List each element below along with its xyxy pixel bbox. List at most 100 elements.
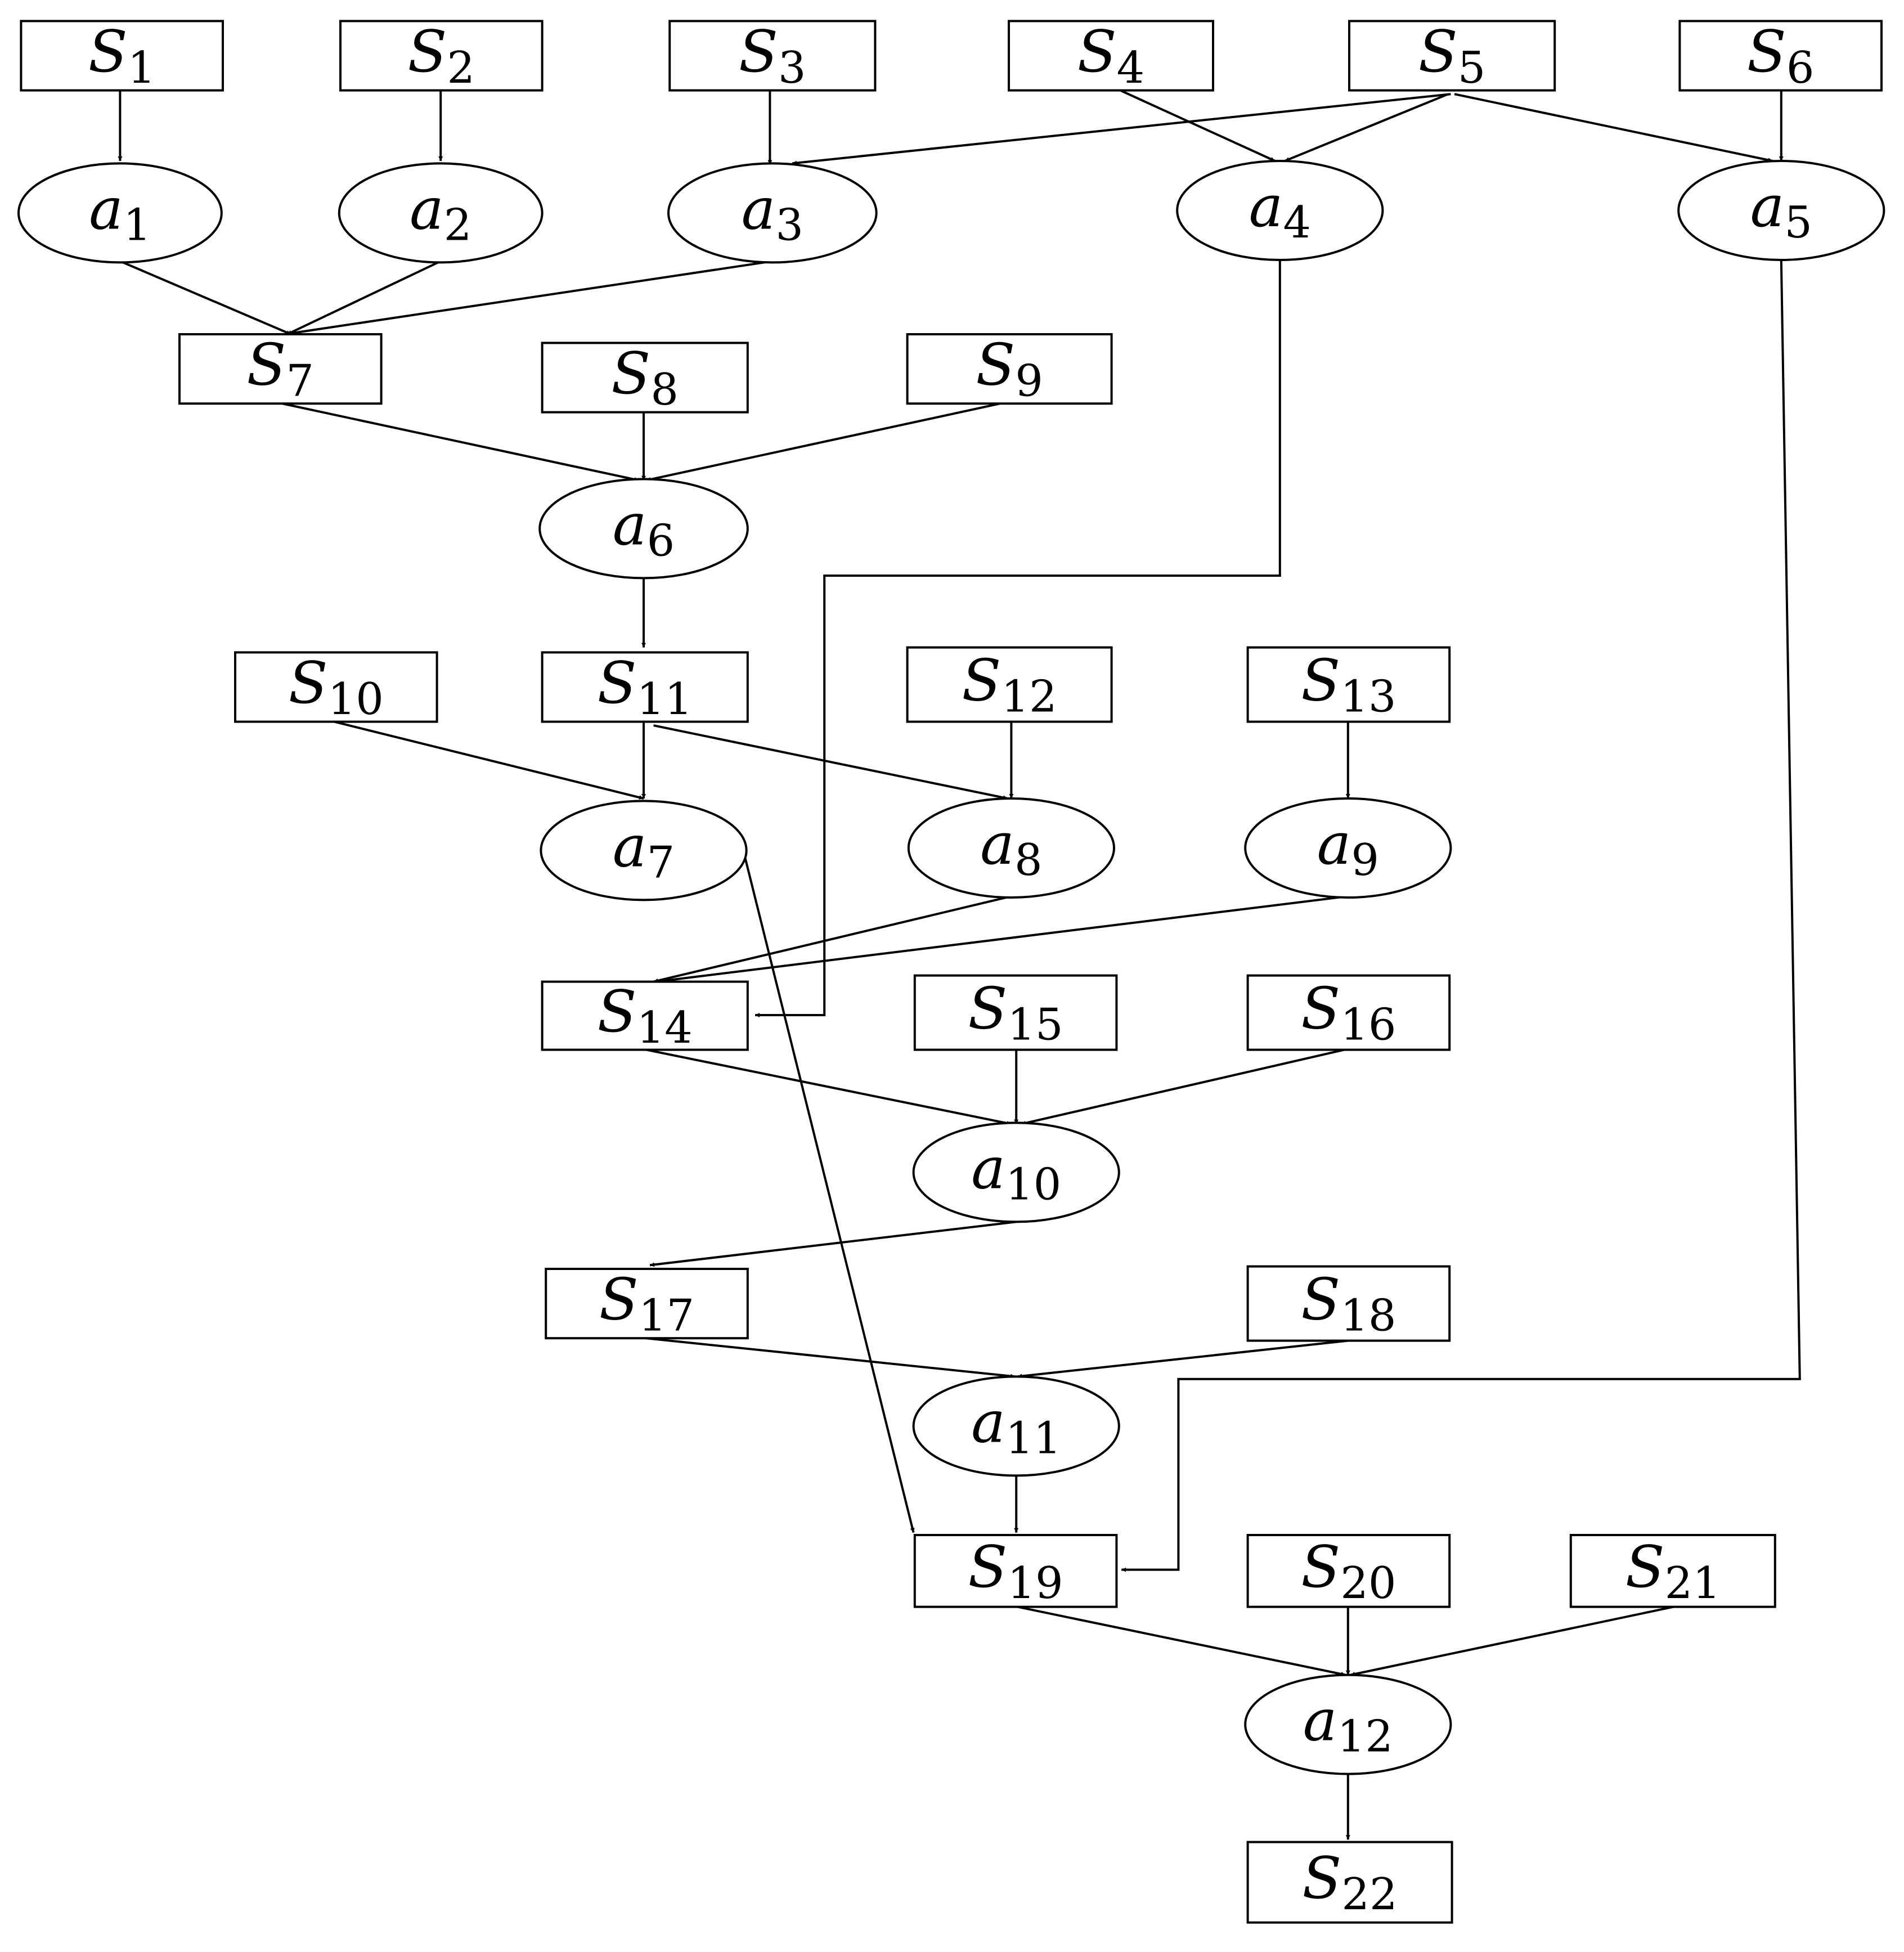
action-ellipse-a2 [338,162,544,264]
node-subscript-s6: 6 [1786,43,1815,93]
node-subscript-a5: 5 [1784,198,1812,248]
node-subscript-a11: 11 [1005,1413,1061,1464]
edge-s16-to-a10 [1021,1048,1345,1125]
node-subscript-a7: 7 [647,837,675,888]
node-s12: S12 [906,646,1113,723]
edge-s5-to-a5 [1454,93,1773,163]
node-a5: a5 [1677,160,1885,261]
node-s15: S15 [913,974,1118,1051]
action-ellipse-a7 [540,800,748,901]
node-s16: S16 [1246,974,1451,1051]
node-subscript-s15: 15 [1007,1000,1063,1051]
edge-s18-to-a11 [1017,1339,1349,1379]
node-subscript-s2: 2 [447,43,475,93]
state-box-s17 [545,1268,749,1340]
node-label-a6: a6 [613,491,675,566]
edge-s4-to-a4 [1120,89,1276,162]
node-subscript-s3: 3 [778,43,806,93]
state-box-s4 [1008,20,1214,92]
node-subscript-s10: 10 [328,674,384,725]
edge-s9-to-a6 [645,402,1001,482]
edge-s21-to-a12 [1350,1605,1674,1676]
state-box-s10 [234,651,438,723]
node-subscript-s4: 4 [1117,43,1145,93]
action-ellipse-a6 [538,478,749,580]
node-a7: a7 [540,800,748,901]
node-subscript-a8: 8 [1014,835,1043,886]
edge-s11-to-a8 [653,724,1008,800]
state-box-s9 [906,333,1113,405]
action-ellipse-a3 [667,162,878,264]
node-label-a9: a9 [1317,811,1379,886]
edge-s5-to-a3 [792,93,1451,165]
node-a6: a6 [538,478,749,580]
state-box-s14 [541,980,749,1051]
node-subscript-a9: 9 [1351,835,1379,886]
node-s5: S5 [1348,19,1556,93]
node-subscript-a12: 12 [1337,1712,1393,1762]
node-s21: S21 [1569,1534,1776,1609]
edge-s10-to-a7 [334,720,644,800]
node-subscript-a10: 10 [1005,1159,1061,1210]
node-s11: S11 [541,650,749,725]
node-a11: a11 [912,1375,1120,1477]
state-box-s15 [913,974,1118,1051]
node-s20: S20 [1246,1534,1451,1609]
node-subscript-a3: 3 [775,200,803,250]
action-ellipse-a12 [1244,1673,1452,1775]
node-subscript-s7: 7 [286,356,314,407]
node-label-s20: S20 [1301,1534,1396,1609]
node-subscript-s19: 19 [1007,1558,1063,1609]
node-subscript-s8: 8 [650,365,679,415]
state-box-s13 [1246,646,1451,723]
edge-a2-to-s7 [286,260,442,335]
state-box-s16 [1246,974,1451,1051]
state-box-s18 [1246,1265,1451,1342]
node-s6: S6 [1678,19,1883,93]
action-ellipse-a8 [907,797,1116,899]
state-box-s8 [541,342,749,414]
node-a12: a12 [1244,1673,1452,1775]
node-subscript-s5: 5 [1458,43,1486,93]
node-subscript-s20: 20 [1340,1558,1396,1609]
action-ellipse-a11 [912,1375,1120,1477]
state-box-s11 [541,651,749,723]
node-s19: S19 [913,1534,1118,1609]
node-s17: S17 [545,1267,749,1341]
edge-a3-to-s7 [284,260,773,336]
node-subscript-a4: 4 [1283,198,1311,248]
node-s14: S14 [541,979,749,1053]
node-a3: a3 [667,162,878,264]
node-subscript-s1: 1 [128,43,156,93]
node-label-s1: S1 [88,19,156,93]
node-label-s4: S4 [1077,19,1145,93]
node-s9: S9 [906,332,1113,407]
state-box-s7 [178,333,383,405]
edge-s7-to-a6 [282,402,639,482]
state-box-s21 [1569,1534,1776,1608]
state-box-s3 [668,20,877,92]
node-label-s2: S2 [408,19,475,93]
node-s8: S8 [541,340,749,415]
node-label-s21: S21 [1625,1534,1721,1609]
node-s4: S4 [1008,19,1214,93]
edges-layer [118,89,1801,1840]
node-subscript-s13: 13 [1340,672,1396,723]
node-s10: S10 [234,650,438,725]
edge-a8-to-s14 [653,895,1012,983]
action-ellipse-a5 [1677,160,1885,261]
node-s2: S2 [339,19,544,93]
node-subscript-s9: 9 [1015,356,1043,407]
edge-a5-to-s19 [1121,259,1801,1572]
node-s1: S1 [20,19,224,93]
node-subscript-s11: 11 [637,674,693,725]
node-a10: a10 [912,1121,1120,1223]
node-subscript-a1: 1 [123,200,151,250]
state-box-s19 [913,1534,1118,1608]
node-a4: a4 [1176,160,1384,261]
node-s18: S18 [1246,1265,1451,1342]
action-ellipse-a10 [912,1121,1120,1223]
state-box-s22 [1246,1841,1453,1924]
node-subscript-s22: 22 [1341,1869,1397,1920]
